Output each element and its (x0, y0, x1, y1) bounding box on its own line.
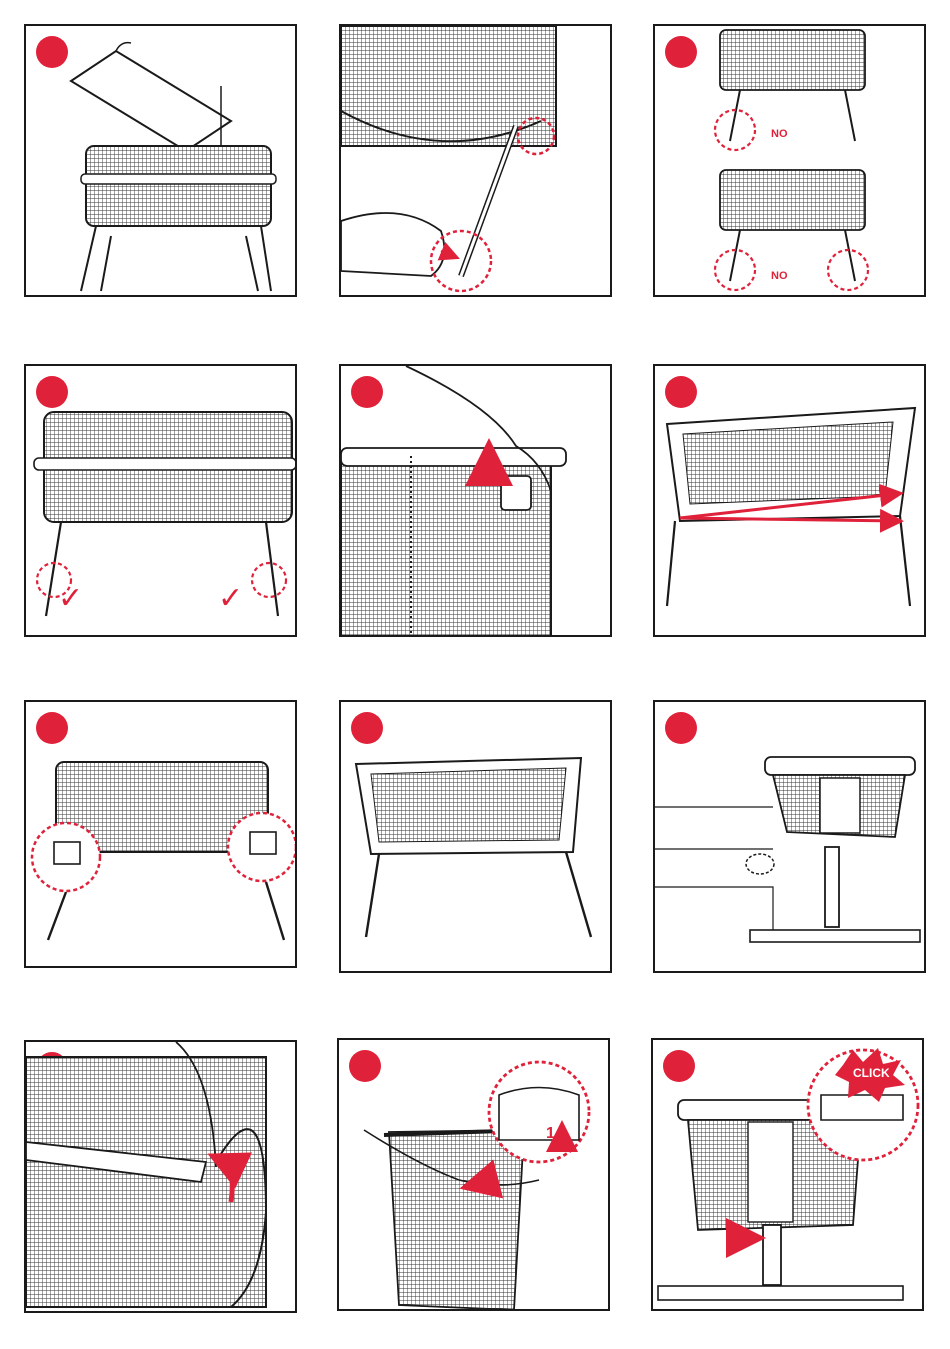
bassinet-mattress-illustration (26, 26, 296, 296)
step-panel-9 (653, 700, 926, 973)
lower-side-panel-illustration (26, 1042, 296, 1312)
attach-base-click-illustration (653, 1040, 923, 1310)
release-button-illustration (339, 1040, 609, 1310)
bassinet-assembled-illustration (341, 702, 611, 972)
check-icon-left: ✓ (58, 584, 83, 614)
step-panel-1 (24, 24, 297, 297)
side-view-height-illustration (655, 702, 925, 972)
no-label-top: NO (771, 128, 788, 140)
tilt-side-illustration (655, 366, 925, 636)
side-lock-illustration (26, 702, 296, 967)
step-panel-5 (339, 364, 612, 637)
step-panel-3: NO NO (653, 24, 926, 297)
step-panel-11: 1 (337, 1038, 610, 1311)
leg-adjust-illustration (341, 26, 611, 296)
step-panel-10 (24, 1040, 297, 1313)
lift-side-illustration (341, 366, 611, 636)
incorrect-leg-illustration (655, 26, 925, 296)
step-panel-6 (653, 364, 926, 637)
step-panel-2 (339, 24, 612, 297)
click-label: CLICK (853, 1066, 890, 1080)
check-icon-right: ✓ (218, 584, 243, 614)
step-panel-8 (339, 700, 612, 973)
step-one-label: 1 (546, 1125, 555, 1143)
step-panel-7 (24, 700, 297, 968)
no-label-bottom: NO (771, 270, 788, 282)
step-panel-4: ✓ ✓ (24, 364, 297, 637)
step-panel-12: CLICK (651, 1038, 924, 1311)
